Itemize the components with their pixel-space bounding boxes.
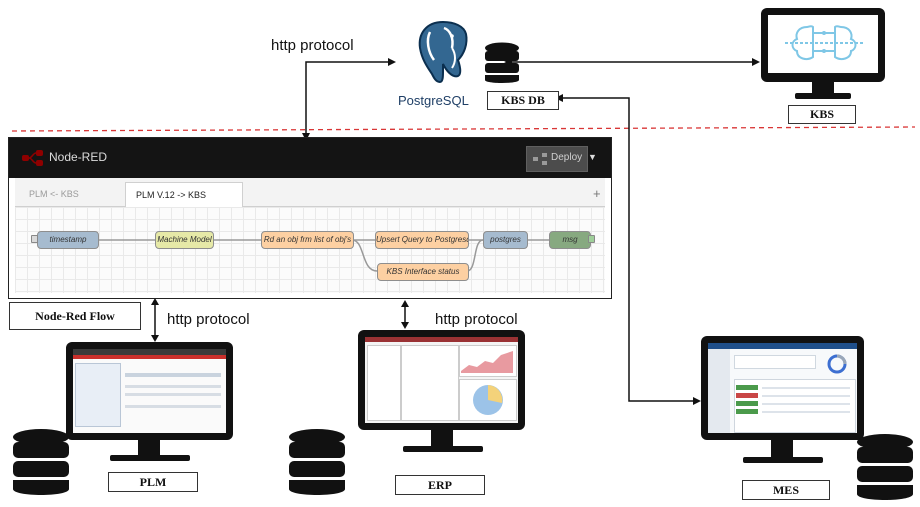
flow-node-upsert-query[interactable]: Upsert Query to Postgresql [375,231,469,249]
mes-monitor-screen [708,343,857,433]
flow-node-read-object[interactable]: Rd an obj frm list of obj's [261,231,354,249]
flow-node-label: msg [562,235,578,244]
plm-label: PLM [108,472,198,492]
flow-node-label: timestamp [49,235,87,244]
node-red-title: Node-RED [49,150,108,164]
tab-plm-from-kbs[interactable]: PLM <- KBS [29,189,79,199]
deploy-button-label: Deploy [551,152,583,163]
node-red-header: Node-RED Deploy ▼ [9,138,611,178]
flow-wires [97,239,549,272]
debug-toggle-icon[interactable] [588,235,595,243]
node-red-logo-icon [22,150,43,166]
flow-node-label: Rd an obj frm list of obj's [263,235,352,244]
plm-monitor-stand [138,440,160,456]
flow-node-kbs-interface-status[interactable]: KBS Interface status [377,263,469,281]
kbs-db-label: KBS DB [487,91,559,110]
postgresql-label: PostgreSQL [398,93,469,108]
flow-node-timestamp[interactable]: timestamp [37,231,99,249]
flow-canvas[interactable]: timestamp Machine Model Rd an obj frm li… [15,207,605,293]
mes-monitor-foot [743,457,823,463]
deploy-icon [533,153,547,165]
erp-monitor-screen [365,337,518,423]
flow-tabs: PLM <- KBS PLM V.12 -> KBS + [15,178,605,207]
flow-node-msg[interactable]: msg [549,231,591,249]
erp-monitor-stand [431,430,453,446]
node-red-editor: Node-RED Deploy ▼ PLM <- KBS PLM V.12 ->… [8,137,612,299]
tab-plm-to-kbs[interactable]: PLM V.12 -> KBS [125,182,243,207]
mes-label: MES [742,480,830,500]
flow-node-label: Machine Model [157,235,212,244]
http-protocol-label-top: http protocol [271,37,354,54]
database-icon [857,434,913,500]
mes-monitor-stand [771,440,793,458]
add-tab-icon[interactable]: + [593,186,601,201]
kbs-label: KBS [788,105,856,124]
flow-node-label: KBS Interface status [386,267,460,276]
kbs-monitor-foot [795,93,851,99]
database-icon [485,42,519,83]
node-red-flow-caption: Node-Red Flow [9,302,141,330]
brain-circuit-icon [785,25,863,60]
plm-monitor-foot [110,455,190,461]
flow-node-label: Upsert Query to Postgresql [376,235,469,244]
http-protocol-label-plm: http protocol [167,311,250,328]
deploy-button[interactable]: Deploy [526,146,588,172]
chevron-down-icon[interactable]: ▼ [588,152,597,162]
http-arrow-top [305,61,388,137]
flow-node-label: postgres [490,235,521,244]
flow-node-postgres[interactable]: postgres [483,231,528,249]
elephant-icon [418,20,468,84]
erp-label: ERP [395,475,485,495]
database-icon [13,429,69,495]
kbs-monitor-stand [812,82,834,94]
inject-button-icon[interactable] [31,235,38,243]
flow-node-machine-model[interactable]: Machine Model [155,231,214,249]
http-protocol-label-erp: http protocol [435,311,518,328]
database-icon [289,429,345,495]
plm-monitor-screen [73,349,226,433]
arrow-head-right-top [388,58,396,66]
erp-monitor-foot [403,446,483,452]
